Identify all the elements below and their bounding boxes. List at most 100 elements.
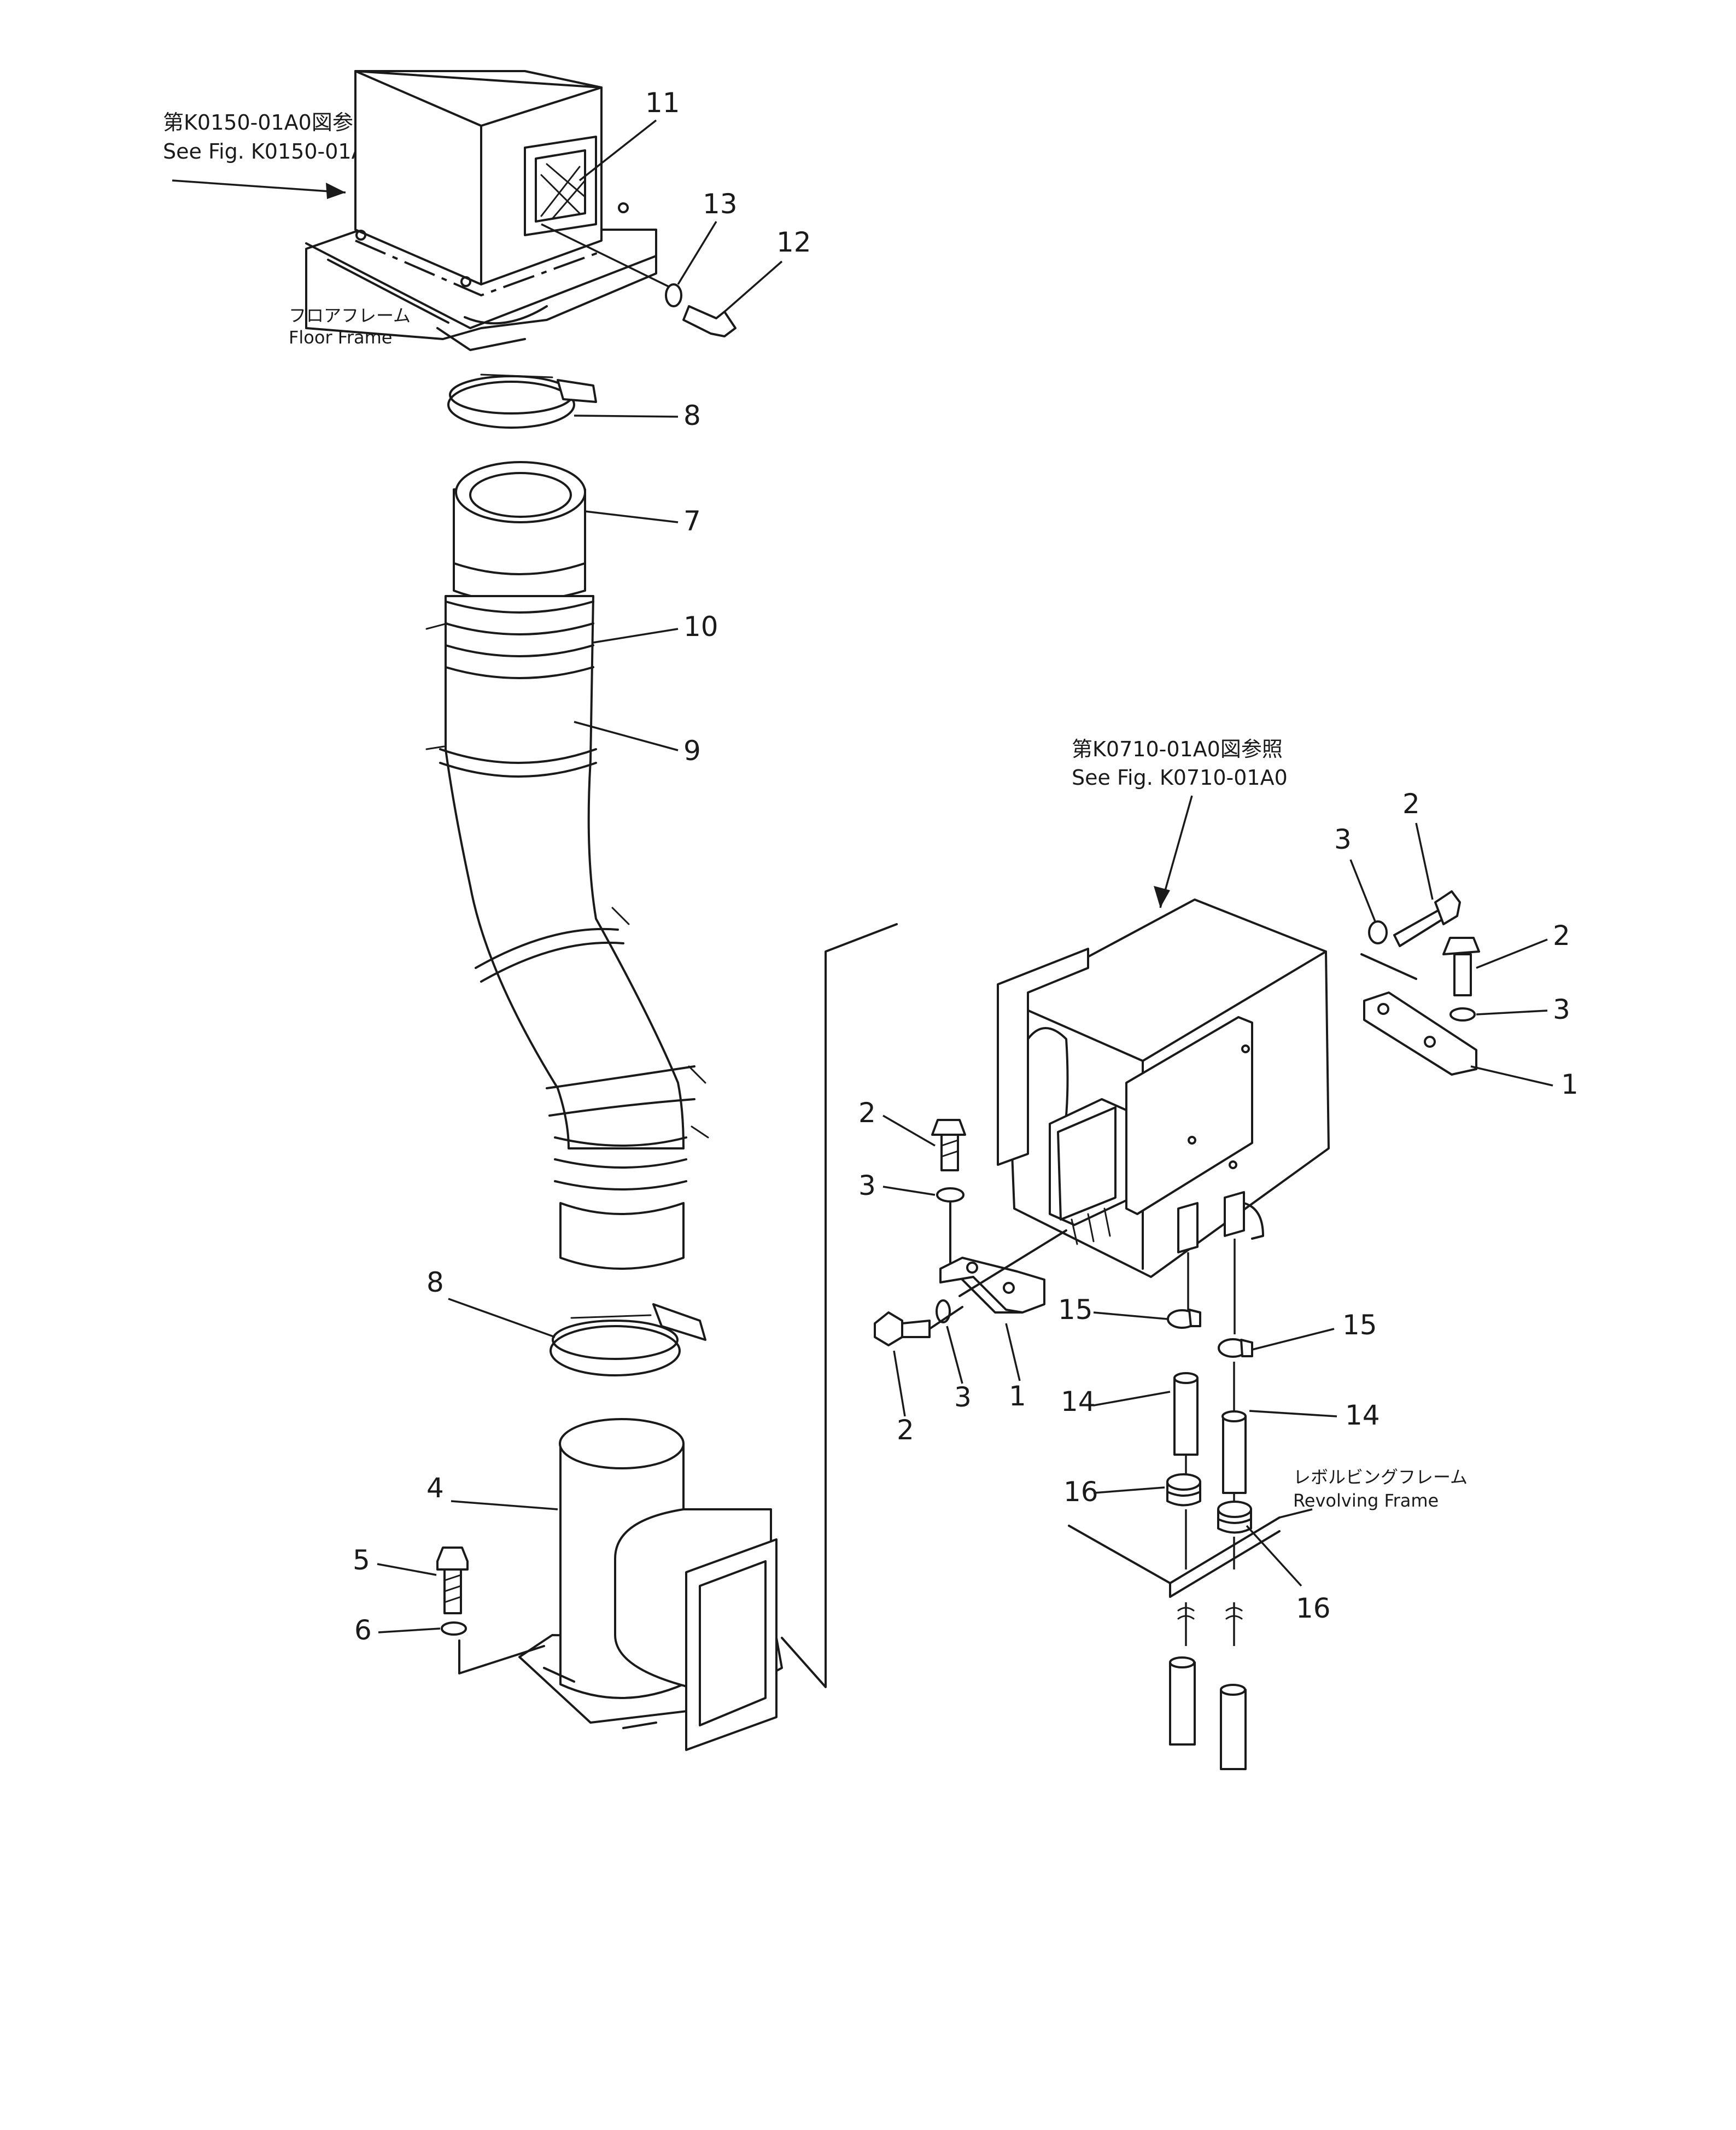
- leader-3-left-upper: [882, 1186, 936, 1196]
- bolt-shank: [1393, 909, 1445, 947]
- part-11-grille: 11: [524, 87, 680, 236]
- reference-right-en: See Fig. K0710-01A0: [1072, 766, 1288, 790]
- hose-port-right: [1224, 1191, 1245, 1237]
- reference-upper-en: See Fig. K0150-01A0: [163, 139, 379, 164]
- bolt-thread: [940, 1139, 959, 1158]
- callout-8-upper: 8: [683, 400, 701, 431]
- callout-3-left-lower: 3: [954, 1381, 972, 1413]
- bracket-fold: [961, 1279, 1024, 1314]
- part-9-flexible-duct: 10 9: [425, 595, 718, 1270]
- leader-14-right: [1249, 1410, 1337, 1417]
- duct-rib: [554, 1158, 687, 1169]
- leader-8-lower: [448, 1298, 556, 1338]
- mount-hole: [1188, 1136, 1196, 1145]
- callout-8-lower: 8: [426, 1267, 444, 1298]
- callout-1-left: 1: [1009, 1380, 1026, 1412]
- hose-through-axis: [1185, 1509, 1235, 1569]
- bracket-1-right: [1363, 991, 1477, 1076]
- floor-frame-step: [436, 327, 526, 351]
- revolving-frame-label-jp: レボルビングフレーム: [1293, 1467, 1468, 1487]
- part-13-washer: 13: [665, 188, 738, 307]
- leader-13: [677, 221, 717, 285]
- duct-clamp-band: [439, 762, 597, 778]
- bolt-head: [1442, 937, 1480, 955]
- hose-end-rim: [455, 461, 586, 523]
- grommet-top: [1217, 1501, 1252, 1518]
- bolt-shank: [1453, 953, 1472, 996]
- leader-15-right: [1252, 1328, 1335, 1351]
- bracket-1-left: [939, 1257, 1045, 1314]
- part-8-clamp-lower: 8: [426, 1267, 706, 1376]
- leader-16-left: [1093, 1486, 1165, 1494]
- duct-clamp-band: [439, 748, 597, 764]
- bolt-5-head: [436, 1547, 469, 1571]
- reference-upper-arrow: [172, 179, 346, 194]
- floor-frame-edge: [305, 242, 657, 329]
- bracket-hole: [1377, 1003, 1389, 1015]
- duct-clamp-band: [546, 1065, 695, 1089]
- assembly-axis-line: [541, 223, 670, 288]
- reference-upper-jp: 第K0150-01A0図参照: [163, 110, 374, 135]
- revolving-frame-label-en: Revolving Frame: [1293, 1490, 1439, 1511]
- break-marks: [1177, 1607, 1243, 1620]
- part-3-washer-left-lower: 3: [928, 1299, 972, 1413]
- leader-1-right: [1470, 1065, 1553, 1087]
- callout-3-left-upper: 3: [858, 1170, 876, 1201]
- adapter-flange-opening: [699, 1560, 767, 1726]
- part-4-duct-adapter: 4: [426, 1418, 783, 1751]
- duct-connection-outline: [781, 923, 898, 1688]
- leader-5: [377, 1563, 437, 1576]
- leader-3-left-lower: [946, 1326, 963, 1384]
- revolving-frame-thickness: [1169, 1530, 1281, 1598]
- duct-lower-end: [559, 1202, 685, 1270]
- grommet-top: [1166, 1473, 1201, 1491]
- floor-frame-rib: [327, 259, 449, 324]
- bolt-head: [931, 1119, 966, 1136]
- hose-continuation: [1169, 1602, 1247, 1770]
- leader-1-left: [1005, 1323, 1021, 1381]
- part-1-bracket-right: 1: [1360, 953, 1579, 1100]
- leader-2-left-upper: [882, 1114, 936, 1147]
- washer: [936, 1187, 965, 1203]
- part-5-bolt: 5: [353, 1544, 469, 1614]
- part-15-hose-clamp-left: 15: [1058, 1252, 1201, 1329]
- hose-port-elbow: [1243, 1202, 1264, 1240]
- washer: [1368, 920, 1388, 944]
- duct-rib: [445, 600, 594, 614]
- duct-clamp-band: [480, 941, 624, 983]
- cab-box-hidden-line: [355, 240, 602, 297]
- leader-11: [578, 119, 657, 182]
- hose-clamp-ear: [1188, 1309, 1201, 1327]
- leader-16-right: [1246, 1525, 1302, 1587]
- callout-16-left: 16: [1063, 1476, 1098, 1508]
- leader-6: [378, 1627, 441, 1633]
- callout-6: 6: [354, 1614, 372, 1646]
- bracket-axis: [958, 1229, 1067, 1297]
- duct-rib: [445, 622, 594, 635]
- clamp-slots: [480, 374, 553, 378]
- part-14-hose-left: 14: [1061, 1372, 1199, 1485]
- leader-12: [723, 260, 783, 313]
- duct-rib: [445, 644, 594, 657]
- mount-hole: [355, 230, 366, 241]
- washer-6-axis: [458, 1639, 545, 1674]
- bolt-shank: [901, 1320, 931, 1338]
- duct-rib: [445, 666, 594, 679]
- callout-12: 12: [776, 226, 811, 258]
- callout-15-right: 15: [1342, 1309, 1377, 1341]
- callout-4: 4: [426, 1472, 444, 1504]
- callout-16-right: 16: [1296, 1592, 1331, 1624]
- hose-lower-right: [1220, 1689, 1247, 1770]
- floor-frame-duct-hole: [464, 305, 548, 325]
- clamp-band-inner: [552, 1320, 679, 1360]
- bolt-5-shank: [443, 1568, 462, 1614]
- part-2-bolt-left-upper: 2: [858, 1097, 966, 1171]
- callout-15-left: 15: [1058, 1294, 1093, 1326]
- leader-7: [584, 510, 679, 523]
- bracket-axis: [1360, 953, 1417, 980]
- part-3-washer-right-lower: 3: [1449, 994, 1570, 1025]
- floor-frame-label-en: Floor Frame: [289, 327, 392, 348]
- mount-hole: [1229, 1160, 1237, 1169]
- washer-13: [665, 283, 682, 307]
- callout-1-right: 1: [1561, 1069, 1579, 1100]
